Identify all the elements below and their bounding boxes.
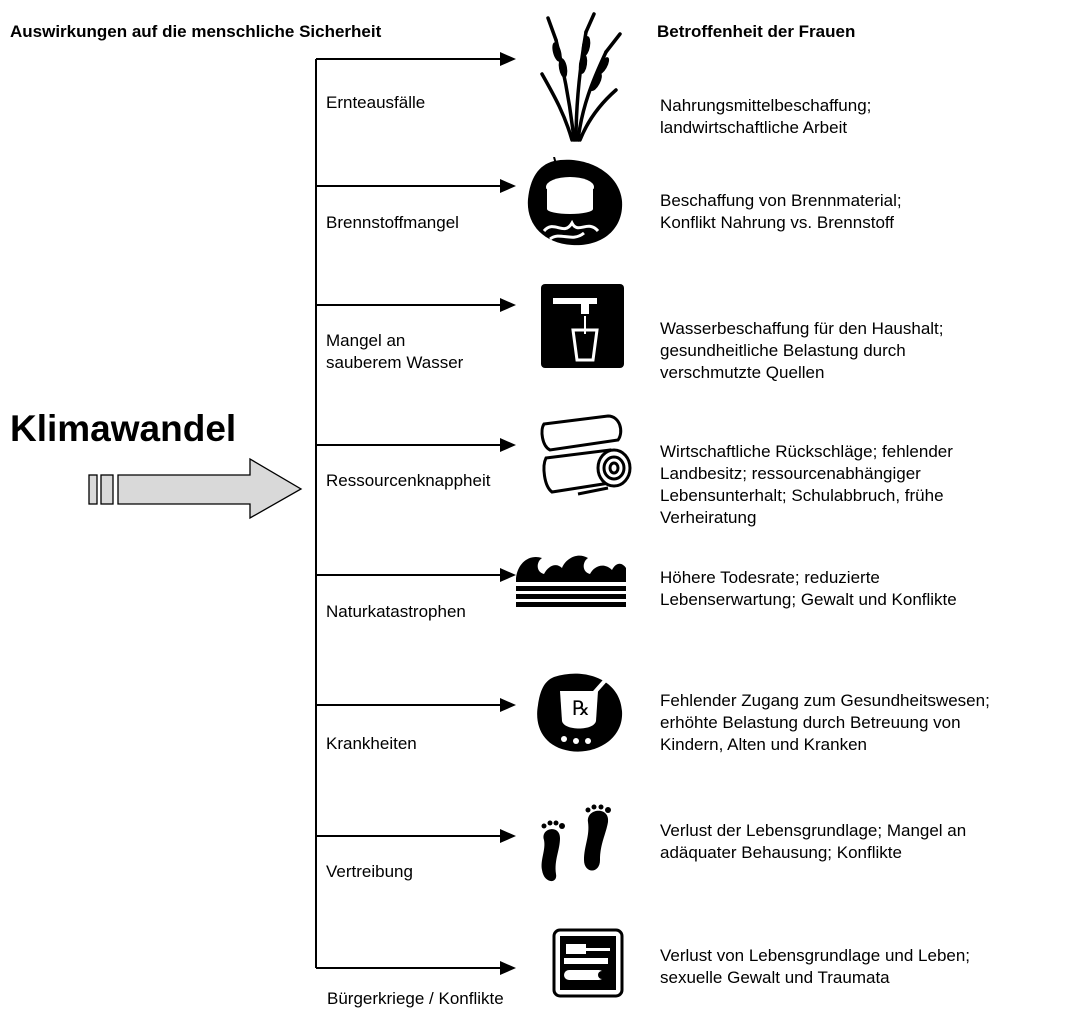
wheat-icon	[540, 12, 622, 142]
water-tap-icon	[541, 284, 624, 368]
svg-text:℞: ℞	[572, 698, 590, 720]
desc-civil-war: Verlust von Lebensgrundlage und Leben;se…	[660, 946, 971, 987]
desc-clean-water: Wasserbeschaffung für den Haushalt;gesun…	[660, 319, 944, 382]
label-fuel-shortage: Brennstoffmangel	[326, 213, 459, 232]
header-impacts: Auswirkungen auf die menschliche Sicherh…	[10, 22, 382, 41]
pharmacy-mortar-icon: ℞	[537, 673, 623, 752]
climate-change-arrow	[88, 457, 303, 520]
desc-crop-failure: Nahrungsmittelbeschaffung;landwirtschaft…	[660, 96, 872, 137]
branch-arrowhead	[500, 829, 516, 843]
tank-icon	[552, 928, 624, 998]
footprints-icon	[541, 804, 611, 882]
branch-arrows	[316, 52, 516, 975]
logs-icon	[540, 414, 632, 496]
main-title: Klimawandel	[10, 408, 237, 449]
label-displacement: Vertreibung	[326, 862, 413, 881]
label-diseases: Krankheiten	[326, 734, 417, 753]
branch-arrowhead	[500, 698, 516, 712]
label-crop-failure: Ernteausfälle	[326, 93, 426, 112]
branch-arrowhead	[500, 961, 516, 975]
label-resource-scarcity: Ressourcenknappheit	[326, 471, 491, 490]
header-women: Betroffenheit der Frauen	[657, 22, 856, 41]
label-natural-disasters: Naturkatastrophen	[326, 602, 466, 621]
branch-arrowhead	[500, 52, 516, 66]
branch-arrowhead	[500, 438, 516, 452]
branch-arrowhead	[500, 179, 516, 193]
desc-fuel-shortage: Beschaffung von Brennmaterial;Konflikt N…	[660, 191, 902, 232]
desc-diseases: Fehlender Zugang zum Gesundheitswesen;er…	[660, 691, 990, 754]
flood-waves-icon	[516, 555, 626, 607]
cooking-pot-fire-icon	[527, 157, 623, 246]
branch-arrowhead	[500, 568, 516, 582]
label-civil-war: Bürgerkriege / Konflikte	[327, 989, 504, 1008]
branch-arrowhead	[500, 298, 516, 312]
